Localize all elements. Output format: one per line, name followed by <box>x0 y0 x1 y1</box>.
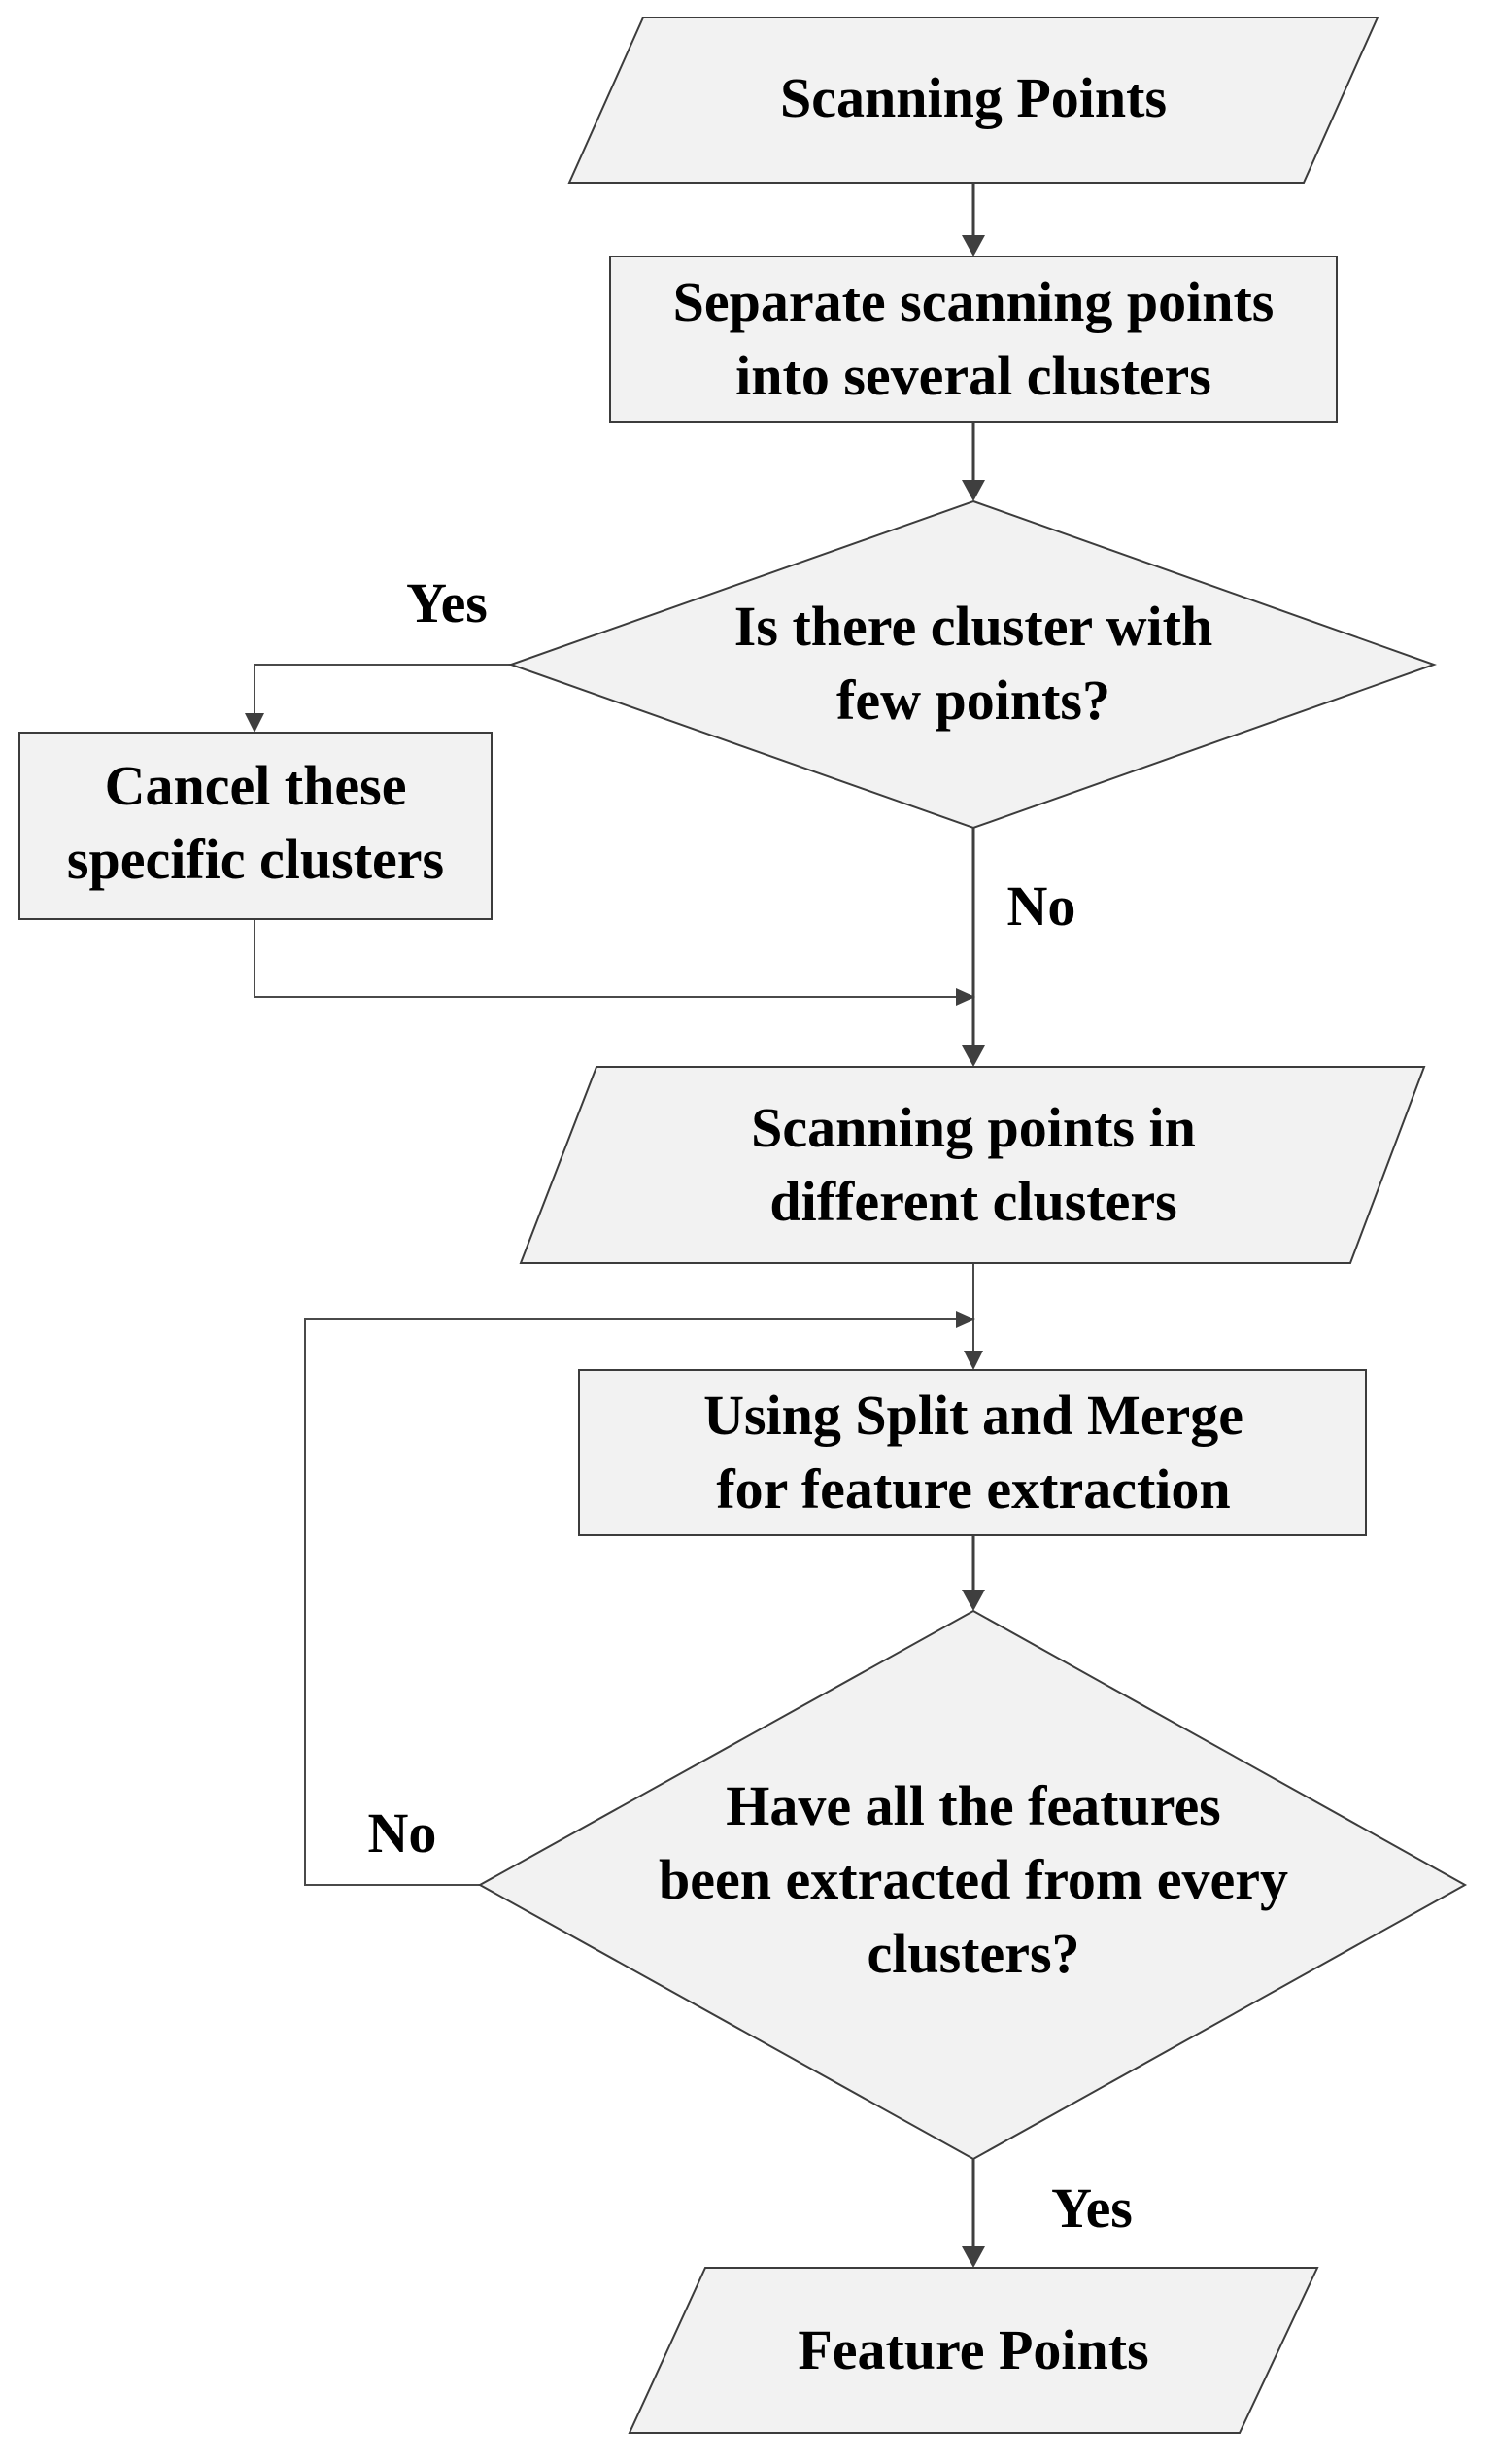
arrowhead <box>964 1351 983 1370</box>
node-cancel-line2: specific clusters <box>67 828 444 891</box>
node-decision2-line3: clusters? <box>867 1922 1079 1985</box>
edge-label-decision2-yes: Yes <box>1051 2176 1133 2240</box>
node-clusters: Scanning points in different clusters <box>519 1066 1426 1264</box>
node-decision2-line1: Have all the features <box>726 1774 1221 1837</box>
node-separate-line2: into several clusters <box>735 344 1211 407</box>
node-decision1-line2: few points? <box>836 668 1110 732</box>
arrowhead <box>962 2246 985 2268</box>
node-start: Scanning Points <box>567 17 1379 184</box>
arrowhead <box>956 988 975 1006</box>
arrowhead <box>962 480 985 501</box>
node-decision2-line2: been extracted from every <box>659 1848 1288 1911</box>
node-end: Feature Points <box>628 2267 1319 2434</box>
arrow-cancel-to-main <box>254 919 956 998</box>
edge-label-decision1-yes: Yes <box>406 571 488 634</box>
node-end-line1: Feature Points <box>798 2318 1148 2381</box>
node-clusters-line2: different clusters <box>769 1170 1176 1233</box>
node-split-merge-line1: Using Split and Merge <box>703 1384 1243 1447</box>
node-cancel-line1: Cancel these <box>105 754 407 817</box>
node-decision1: Is there cluster with few points? <box>507 499 1437 830</box>
arrow-decision2-no-loop <box>304 1318 956 1886</box>
node-start-line1: Scanning Points <box>780 66 1167 129</box>
edge-label-decision2-no: No <box>368 1801 437 1865</box>
arrowhead <box>245 713 264 733</box>
arrowhead <box>962 235 985 257</box>
node-split-merge-line2: for feature extraction <box>716 1457 1230 1521</box>
arrowhead <box>962 1045 985 1067</box>
arrow-decision1-yes-to-cancel <box>254 664 511 713</box>
node-clusters-line1: Scanning points in <box>751 1096 1196 1159</box>
edge-label-decision1-no: No <box>1007 874 1076 938</box>
arrowhead <box>956 1311 975 1328</box>
node-split-merge: Using Split and Merge for feature extrac… <box>578 1369 1367 1536</box>
arrowhead <box>962 1590 985 1611</box>
node-separate-line1: Separate scanning points <box>673 270 1275 333</box>
node-decision1-line1: Is there cluster with <box>734 595 1212 658</box>
node-separate: Separate scanning points into several cl… <box>609 256 1338 423</box>
node-decision2: Have all the features been extracted fro… <box>477 1609 1468 2161</box>
node-cancel: Cancel these specific clusters <box>18 732 493 920</box>
